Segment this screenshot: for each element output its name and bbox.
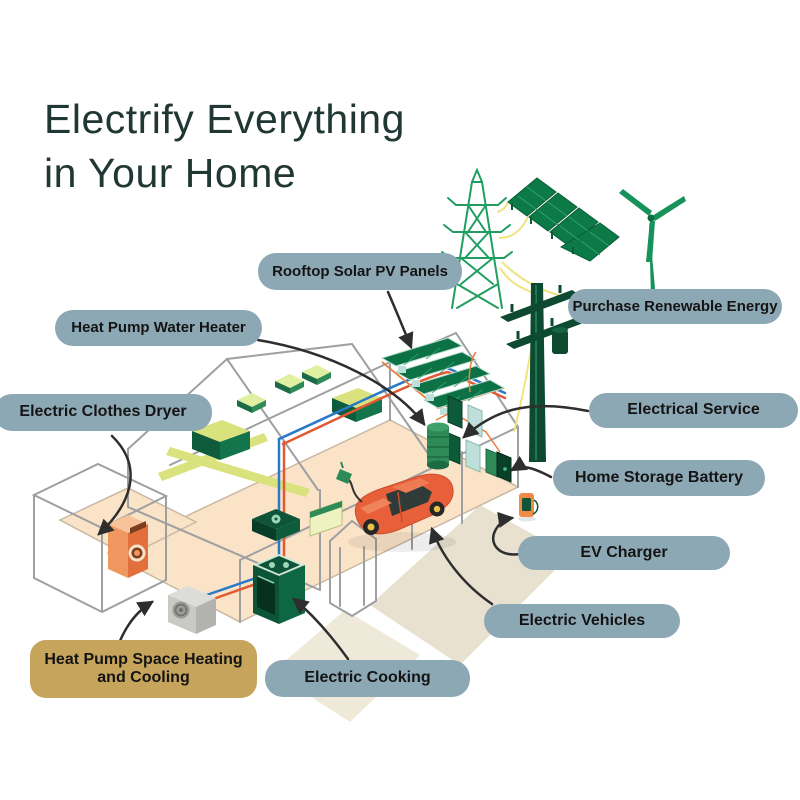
electric-clothes-dryer-unit [108,515,148,578]
arrow-electrical-service [462,404,590,439]
label-ev-charger: EV Charger [518,536,730,570]
duct-work [158,365,382,537]
arrow-clothes-dryer [97,434,132,536]
label-purchase-renewable-energy: Purchase Renewable Energy [568,289,782,324]
label-electric-cooking: Electric Cooking [265,660,470,697]
rooftop-solar-panels [380,337,506,415]
page-title: Electrify Everything in Your Home [44,92,524,200]
arrow-rooftop-solar [386,290,414,350]
electric-cooking-range [252,509,305,624]
arrow-heat-pump-space [118,600,155,643]
label-heat-pump-water-heater: Heat Pump Water Heater [55,310,262,346]
callout-arrows [97,290,590,661]
electric-vehicle-car [336,461,456,552]
arrow-water-heater [256,338,426,426]
utility-pole [500,283,586,462]
ceiling-vent [237,365,331,413]
title-line-2: in Your Home [44,150,297,197]
charging-plug [336,469,352,484]
label-heat-pump-space-heating-and-cooling: Heat Pump Space Heating and Cooling [30,640,257,698]
arrow-storage-battery [509,455,553,479]
mini-split-unit [309,500,343,537]
arrow-electric-cooking [292,597,350,661]
transmission-tower [441,167,513,309]
title-line-1: Electrify Everything [44,96,405,142]
wind-turbine [619,189,686,299]
label-electric-clothes-dryer: Electric Clothes Dryer [0,394,212,431]
heat-pump-outdoor-unit [168,586,216,634]
arrow-electric-vehicles [428,526,494,606]
label-home-storage-battery: Home Storage Battery [553,460,765,496]
arrow-ev-charger [492,511,522,556]
label-rooftop-solar-pv-panels: Rooftop Solar PV Panels [258,253,462,290]
label-electric-vehicles: Electric Vehicles [484,604,680,638]
ev-charger-unit [518,493,539,522]
home-storage-battery-unit [496,451,512,483]
solar-farm [507,177,620,262]
label-electrical-service: Electrical Service [589,393,798,428]
heat-pump-water-heater-unit [427,422,449,470]
